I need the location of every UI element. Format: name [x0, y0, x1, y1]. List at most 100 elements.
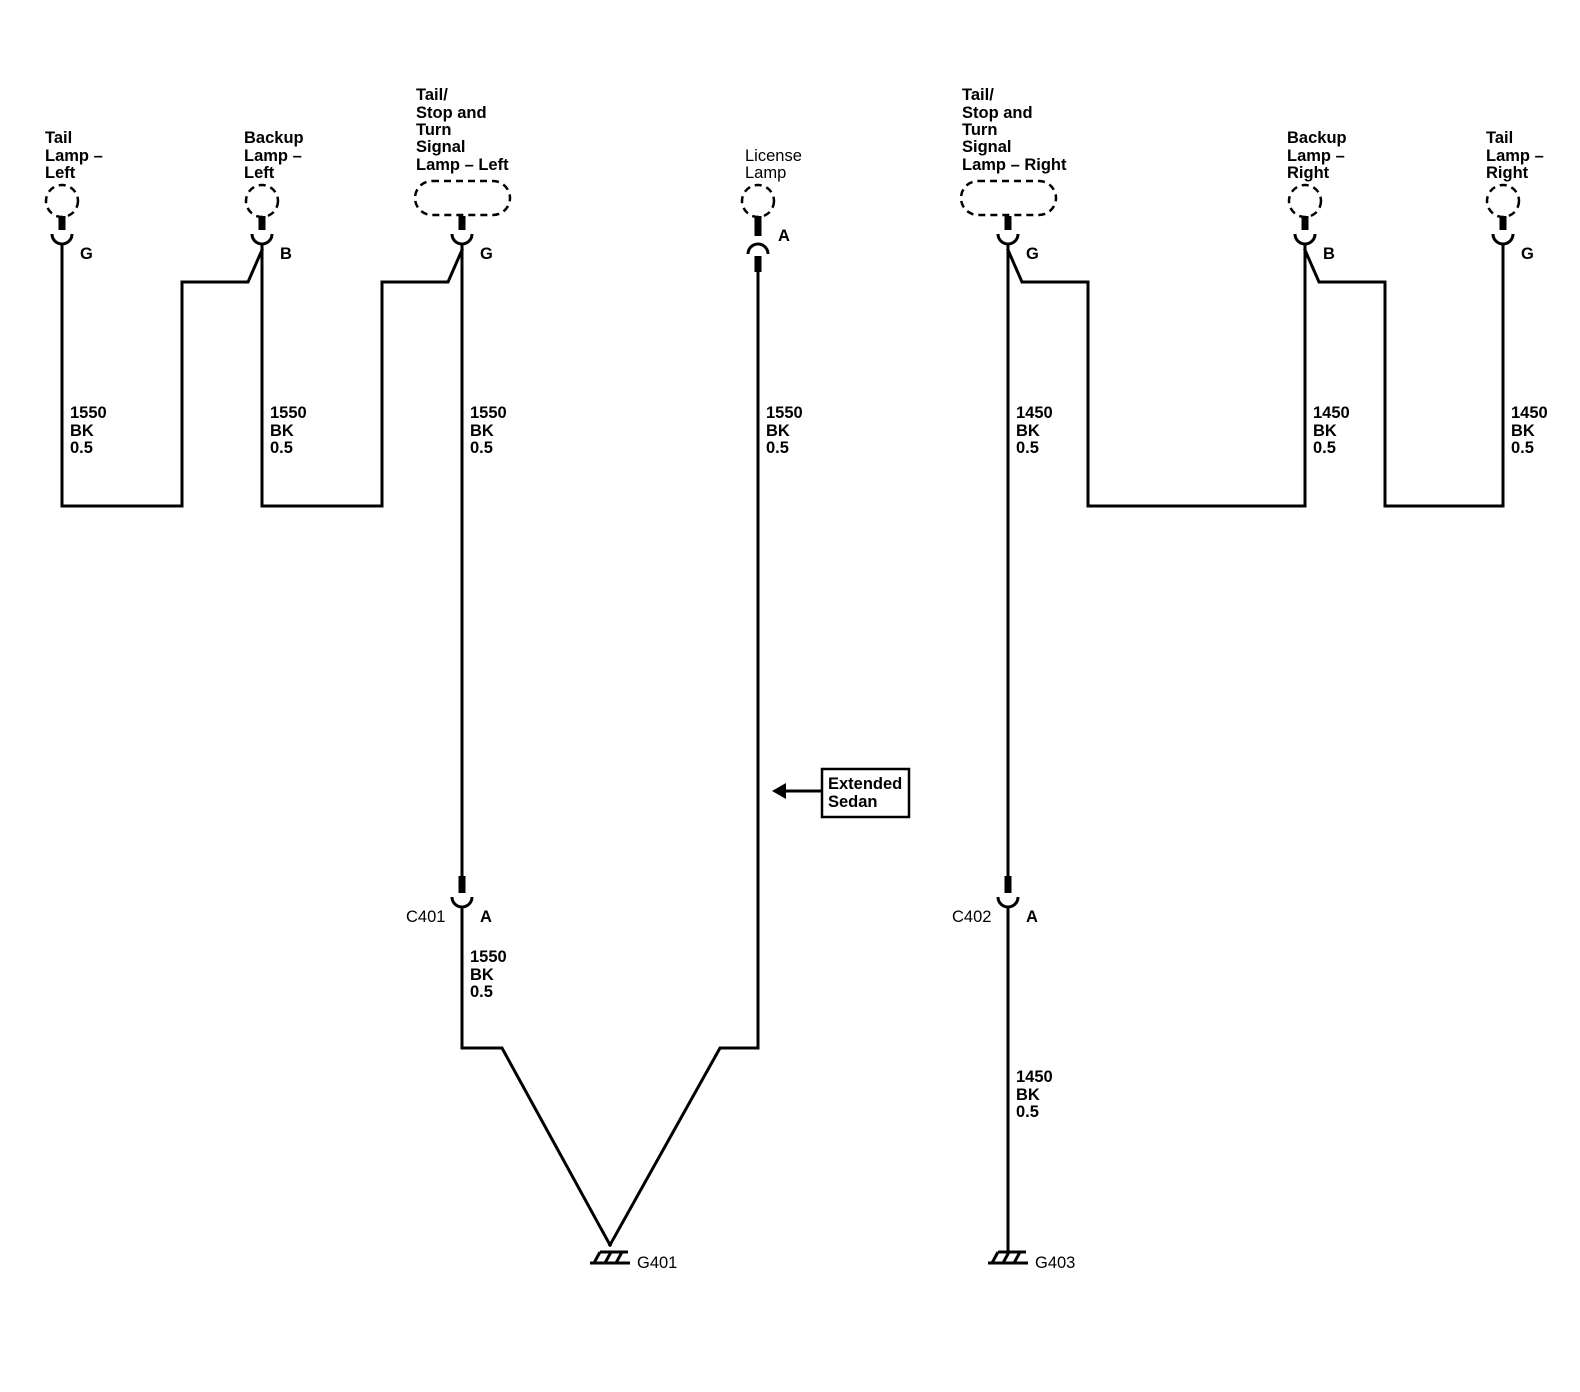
terminal-backup-lamp-left — [250, 216, 274, 246]
svg-text:Turn: Turn — [416, 121, 451, 139]
arrow-left-icon — [772, 783, 786, 799]
svg-text:Right: Right — [1486, 164, 1529, 182]
pin-labels: G B G A G B G A A — [80, 227, 1534, 926]
svg-text:BK: BK — [270, 422, 294, 440]
svg-text:Lamp: Lamp — [745, 164, 786, 182]
terminal-tail-lamp-right — [1491, 216, 1515, 246]
svg-text:Lamp –: Lamp – — [1486, 147, 1544, 165]
wire-label-3: 1550 BK 0.5 — [470, 404, 507, 457]
wire-backup-lamp-left — [260, 244, 464, 508]
label-tail-lamp-left: Tail Lamp – Left — [45, 129, 103, 182]
pin-c401: A — [480, 908, 492, 926]
wire-label-5: 1450 BK 0.5 — [1016, 404, 1053, 457]
svg-text:BK: BK — [470, 966, 494, 984]
svg-text:1550: 1550 — [766, 404, 803, 422]
svg-text:0.5: 0.5 — [766, 439, 789, 457]
ground-g401-symbol — [590, 1250, 630, 1265]
svg-text:BK: BK — [1016, 422, 1040, 440]
svg-text:1450: 1450 — [1016, 1068, 1053, 1086]
svg-text:1550: 1550 — [270, 404, 307, 422]
svg-text:Lamp – Right: Lamp – Right — [962, 156, 1067, 174]
backup-lamp-left-outline — [244, 183, 280, 219]
svg-text:0.5: 0.5 — [1016, 1103, 1039, 1121]
svg-text:BK: BK — [1313, 422, 1337, 440]
svg-text:Tail: Tail — [45, 129, 72, 147]
svg-text:Left: Left — [45, 164, 76, 182]
terminal-backup-lamp-right — [1293, 216, 1317, 246]
ground-g401-label: G401 — [637, 1254, 677, 1272]
svg-text:Right: Right — [1287, 164, 1330, 182]
wire-tail-lamp-left — [60, 244, 264, 508]
tail-lamp-left-outline — [44, 183, 80, 219]
pin-tail-stop-right: G — [1026, 245, 1039, 263]
connector-c402-label: C402 — [952, 908, 991, 926]
pin-tail-stop-left: G — [480, 245, 493, 263]
wire-license-to-g401 — [607, 268, 760, 1248]
wires — [60, 244, 1505, 1254]
svg-text:1450: 1450 — [1016, 404, 1053, 422]
label-tail-stop-left: Tail/ Stop and Turn Signal Lamp – Left — [416, 86, 509, 174]
svg-text:Lamp –: Lamp – — [1287, 147, 1345, 165]
terminal-tail-stop-right — [996, 216, 1020, 246]
svg-text:BK: BK — [1511, 422, 1535, 440]
wire-label-1: 1550 BK 0.5 — [70, 404, 107, 457]
tail-lamp-right-outline — [1485, 183, 1521, 219]
svg-text:Signal: Signal — [962, 138, 1012, 156]
ground-g403-label: G403 — [1035, 1254, 1075, 1272]
label-backup-lamp-right: Backup Lamp – Right — [1287, 129, 1347, 182]
svg-text:Stop and: Stop and — [416, 104, 487, 122]
wire-backup-lamp-right — [1006, 244, 1307, 508]
svg-text:Signal: Signal — [416, 138, 466, 156]
svg-text:BK: BK — [470, 422, 494, 440]
wire-label-6: 1450 BK 0.5 — [1313, 404, 1350, 457]
svg-text:Tail/: Tail/ — [962, 86, 994, 104]
license-lamp-outline — [740, 183, 776, 219]
pin-tail-lamp-left: G — [80, 245, 93, 263]
pin-backup-lamp-right: B — [1323, 245, 1335, 263]
svg-text:1550: 1550 — [470, 948, 507, 966]
svg-text:1450: 1450 — [1313, 404, 1350, 422]
wire-label-9: 1450 BK 0.5 — [1016, 1068, 1053, 1121]
svg-text:0.5: 0.5 — [470, 983, 493, 1001]
pin-license-lamp: A — [778, 227, 790, 245]
svg-text:Tail/: Tail/ — [416, 86, 448, 104]
terminal-tail-stop-left — [450, 216, 474, 246]
wire-label-7: 1450 BK 0.5 — [1511, 404, 1548, 457]
svg-text:1550: 1550 — [470, 404, 507, 422]
label-license-lamp: License Lamp — [745, 147, 802, 182]
connector-c401-label: C401 — [406, 908, 445, 926]
tail-stop-left-outline — [413, 179, 512, 217]
pin-tail-lamp-right: G — [1521, 245, 1534, 263]
svg-text:Lamp –: Lamp – — [45, 147, 103, 165]
svg-text:0.5: 0.5 — [1016, 439, 1039, 457]
svg-text:Left: Left — [244, 164, 275, 182]
terminal-c402 — [996, 876, 1020, 909]
pin-c402: A — [1026, 908, 1038, 926]
svg-text:0.5: 0.5 — [270, 439, 293, 457]
svg-text:0.5: 0.5 — [1313, 439, 1336, 457]
wire-c401-to-g401 — [460, 908, 613, 1248]
terminal-license-lamp — [746, 216, 770, 272]
note-line-1: Extended — [828, 775, 902, 793]
svg-text:0.5: 0.5 — [470, 439, 493, 457]
label-tail-lamp-right: Tail Lamp – Right — [1486, 129, 1544, 182]
svg-text:1550: 1550 — [70, 404, 107, 422]
connector-labels: C401 C402 G401 G403 — [406, 908, 1075, 1272]
svg-text:Stop and: Stop and — [962, 104, 1033, 122]
note-line-2: Sedan — [828, 793, 878, 811]
svg-text:BK: BK — [1016, 1086, 1040, 1104]
tail-stop-right-outline — [959, 179, 1058, 217]
terminal-tail-lamp-left — [50, 216, 74, 246]
svg-text:Tail: Tail — [1486, 129, 1513, 147]
pin-backup-lamp-left: B — [280, 245, 292, 263]
terminal-c401 — [450, 876, 474, 909]
svg-text:Turn: Turn — [962, 121, 997, 139]
svg-text:License: License — [745, 147, 802, 165]
svg-text:Lamp –: Lamp – — [244, 147, 302, 165]
ground-g403-symbol — [988, 1250, 1028, 1265]
component-outlines — [44, 179, 1521, 219]
wire-label-4: 1550 BK 0.5 — [766, 404, 803, 457]
svg-text:Backup: Backup — [244, 129, 304, 147]
wire-label-8: 1550 BK 0.5 — [470, 948, 507, 1001]
